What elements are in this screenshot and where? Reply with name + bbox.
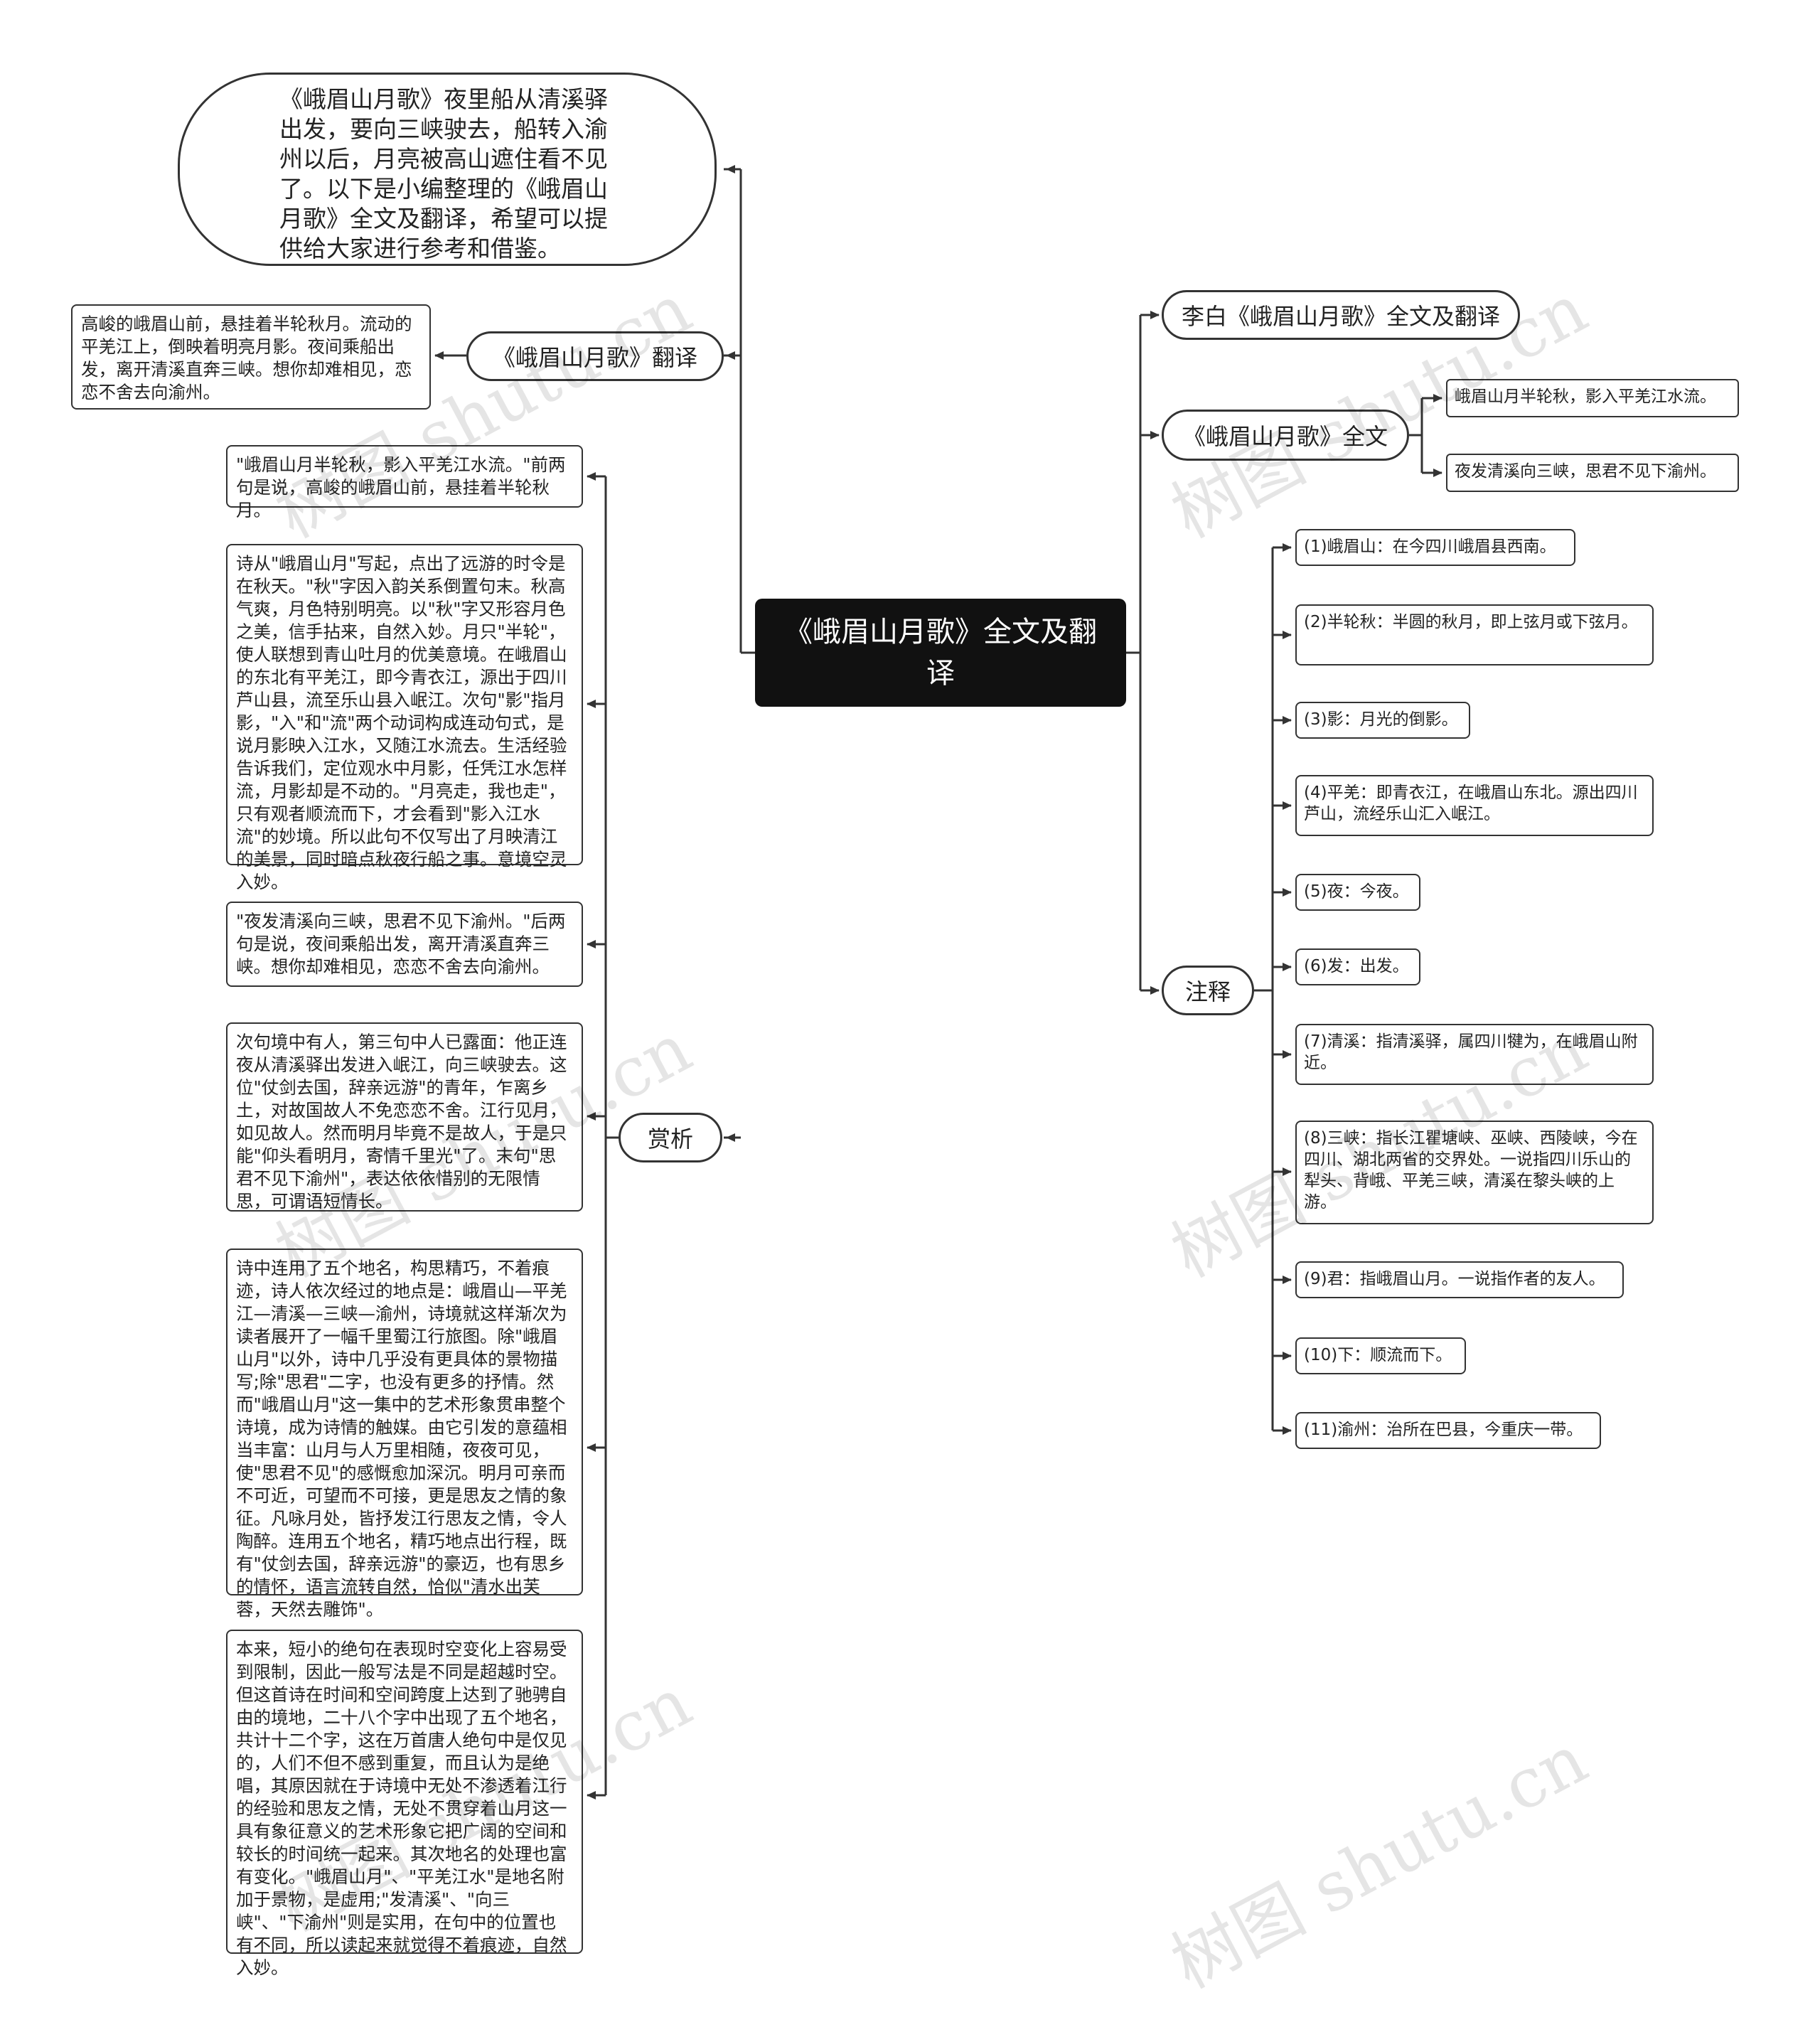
note-item-7[interactable]: (7)清溪：指清溪驿，属四川犍为，在峨眉山附近。 [1295,1024,1654,1085]
appreciation-item-3[interactable]: "夜发清溪向三峡，思君不见下渝州。"后两句是说，夜间乘船出发，离开清溪直奔三峡。… [226,902,583,987]
note-item-2[interactable]: (2)半轮秋：半圆的秋月，即上弦月或下弦月。 [1295,604,1654,665]
note-item-1[interactable]: (1)峨眉山：在今四川峨眉县西南。 [1295,529,1575,566]
link-root-right [1126,315,1142,990]
notes-node[interactable]: 注释 [1162,966,1254,1015]
note-item-5[interactable]: (5)夜：今夜。 [1295,874,1420,911]
translation-node[interactable]: 《峨眉山月歌》翻译 [466,331,724,381]
link-notes-trunk [1254,547,1274,1431]
intro-node[interactable]: 《峨眉山月歌》夜里船从清溪驿出发，要向三峡驶去，船转入渝州以后，月亮被高山遮住看… [178,73,717,266]
fulltext-line-2[interactable]: 夜发清溪向三峡，思君不见下渝州。 [1446,454,1739,492]
root-topic[interactable]: 《峨眉山月歌》全文及翻译 [755,599,1126,707]
link-appreciation-trunk [604,476,619,1795]
appreciation-node[interactable]: 赏析 [619,1113,722,1162]
link-root-left [724,168,755,1139]
note-item-4[interactable]: (4)平羌：即青衣江，在峨眉山东北。源出四川芦山，流经乐山汇入岷江。 [1295,775,1654,836]
fulltext-line-1[interactable]: 峨眉山月半轮秋，影入平羌江水流。 [1446,379,1739,417]
note-item-6[interactable]: (6)发：出发。 [1295,948,1420,985]
note-item-10[interactable]: (10)下：顺流而下。 [1295,1337,1466,1374]
appreciation-item-6[interactable]: 本来，短小的绝句在表现时空变化上容易受到限制，因此一般写法是不同是超越时空。但这… [226,1630,583,1978]
appreciation-item-4[interactable]: 次句境中有人，第三句中人已露面：他正连夜从清溪驿出发进入岷江，向三峡驶去。这位"… [226,1022,583,1212]
fulltext-node[interactable]: 《峨眉山月歌》全文 [1162,410,1409,461]
translation-text[interactable]: 高峻的峨眉山前，悬挂着半轮秋月。流动的平羌江上，倒映着明亮月影。夜间乘船出发，离… [71,304,431,410]
libai-node[interactable]: 李白《峨眉山月歌》全文及翻译 [1162,290,1520,340]
note-item-11[interactable]: (11)渝州：治所在巴县，今重庆一带。 [1295,1412,1601,1449]
note-item-9[interactable]: (9)君：指峨眉山月。一说指作者的友人。 [1295,1261,1624,1298]
appreciation-item-5[interactable]: 诗中连用了五个地名，构思精巧，不着痕迹，诗人依次经过的地点是：峨眉山—平羌江—清… [226,1249,583,1620]
appreciation-item-2[interactable]: 诗从"峨眉山月"写起，点出了远游的时令是在秋天。"秋"字因入韵关系倒置句末。秋高… [226,544,583,892]
note-item-8[interactable]: (8)三峡：指长江瞿塘峡、巫峡、西陵峡，今在四川、湖北两省的交界处。一说指四川乐… [1295,1121,1654,1224]
link-fulltext-trunk [1409,398,1423,473]
appreciation-item-1[interactable]: "峨眉山月半轮秋，影入平羌江水流。"前两句是说，高峻的峨眉山前，悬挂着半轮秋月。 [226,445,583,520]
note-item-3[interactable]: (3)影：月光的倒影。 [1295,702,1470,739]
